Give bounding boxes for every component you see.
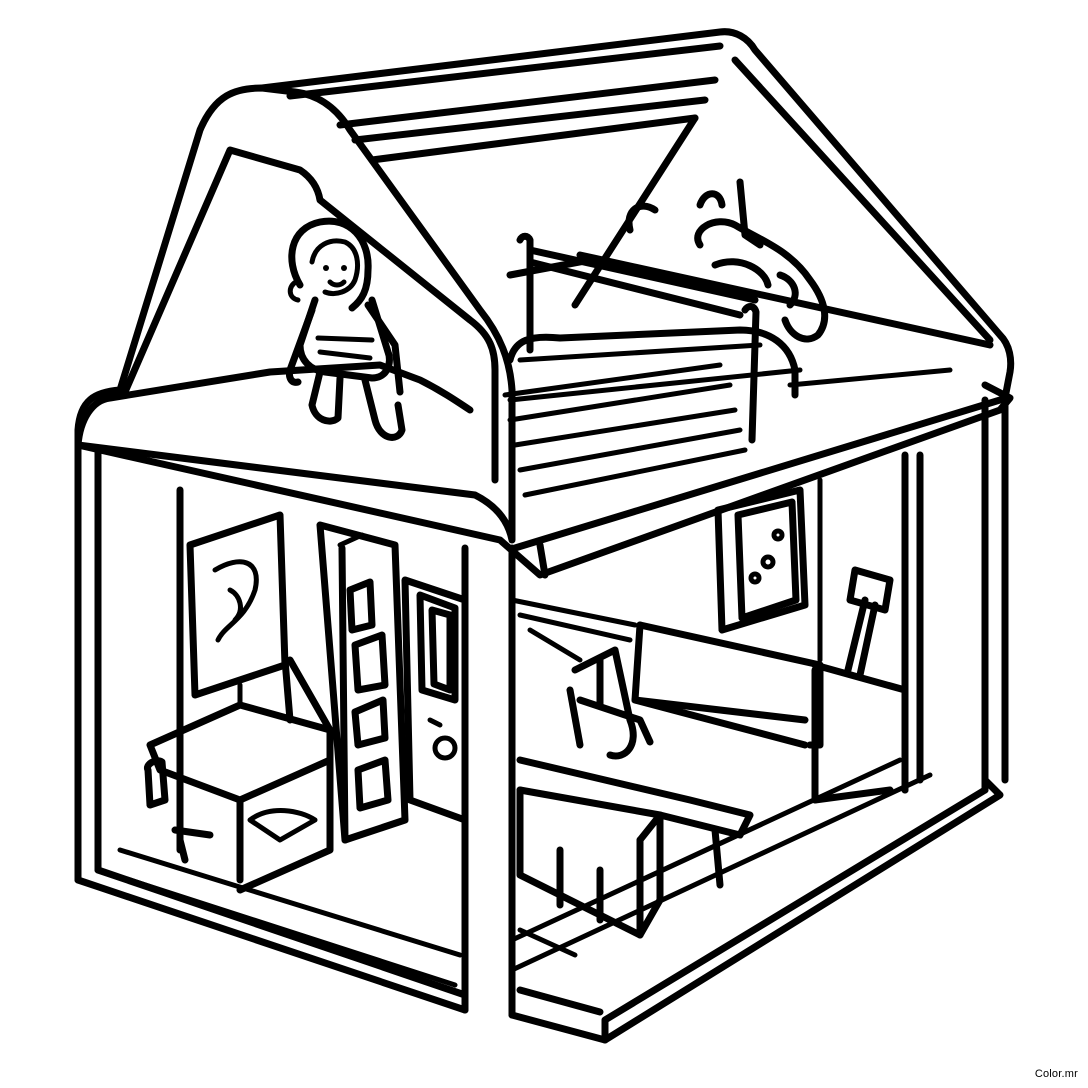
bench-table [516, 756, 754, 939]
inner-walls [509, 477, 823, 663]
wall-window [714, 486, 809, 634]
floor-base [74, 757, 1004, 1044]
bookshelf [316, 521, 409, 844]
girl-doll [286, 217, 406, 441]
chair [144, 656, 334, 894]
attic-plant [625, 178, 829, 343]
armchair [566, 646, 654, 760]
door [401, 576, 469, 824]
sofa [631, 566, 909, 804]
watermark-text: Color.mr [1034, 1068, 1078, 1080]
attic-bed [502, 232, 799, 498]
roof [74, 28, 1015, 544]
wall-picture [186, 511, 289, 699]
